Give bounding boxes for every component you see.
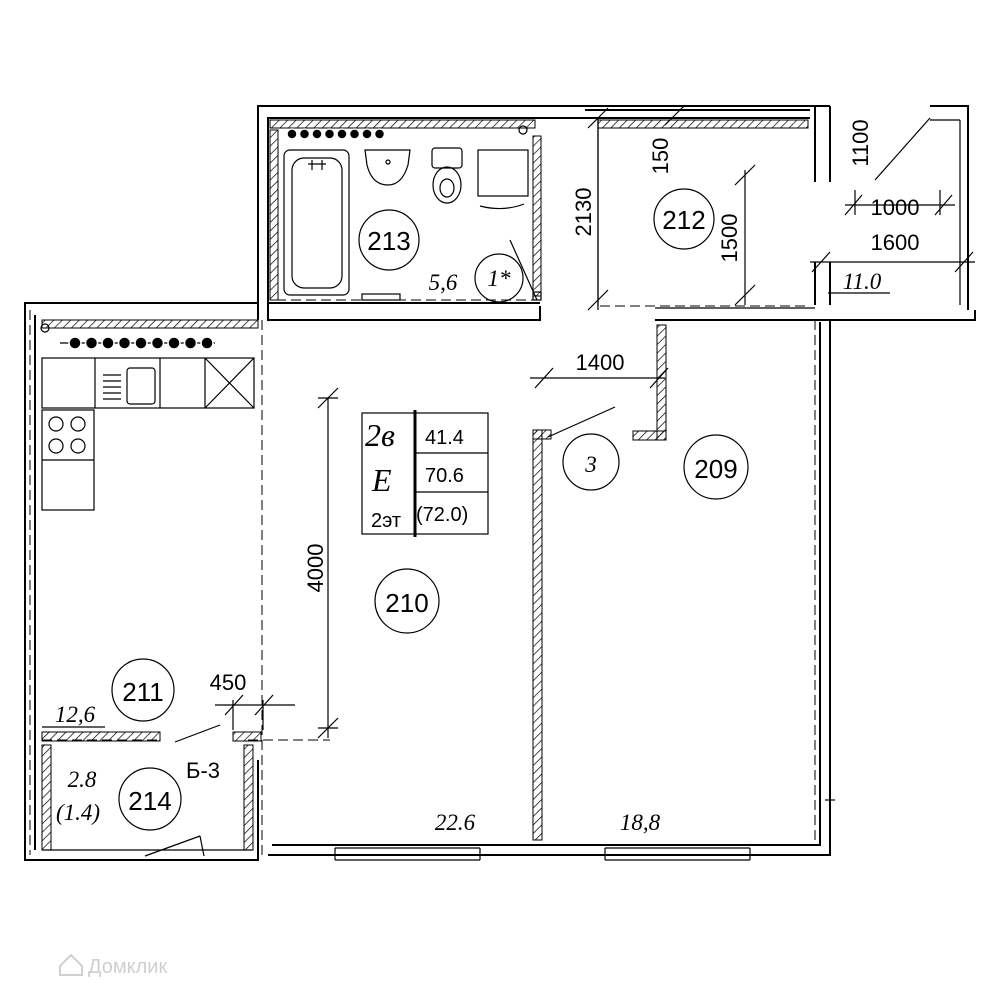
bathroom-fixtures bbox=[283, 147, 529, 301]
stove-icon bbox=[48, 416, 86, 454]
bathroom-mark: 1* bbox=[488, 266, 512, 291]
dim-1100: 1100 bbox=[848, 119, 873, 166]
bathroom-wall bbox=[532, 135, 542, 297]
room-211-circle bbox=[111, 658, 175, 722]
dim-1000: 1000 bbox=[871, 195, 920, 220]
bathtub-icon bbox=[283, 149, 350, 296]
room-213-area: 5,6 bbox=[429, 270, 458, 295]
room-213-number: 213 bbox=[367, 226, 410, 256]
radiator-section bbox=[323, 128, 336, 140]
room-circles bbox=[111, 188, 749, 831]
dim-150: 150 bbox=[648, 138, 673, 175]
room-212-circle bbox=[653, 188, 715, 250]
radiator-section bbox=[68, 336, 82, 350]
radiator-section bbox=[117, 336, 132, 350]
radiator-section bbox=[336, 128, 348, 140]
room-209-area: 18,8 bbox=[620, 810, 661, 835]
radiator-section bbox=[361, 128, 373, 140]
room-214-area-reduced: (1.4) bbox=[56, 800, 100, 825]
radiator-section bbox=[101, 336, 115, 350]
room-210-area: 22.6 bbox=[435, 810, 476, 835]
radiator-section bbox=[200, 336, 214, 350]
dashed-envelope bbox=[29, 299, 816, 855]
dim-1600: 1600 bbox=[871, 230, 920, 255]
radiator-bathroom bbox=[286, 128, 386, 140]
room-212-area: 11.0 bbox=[843, 269, 882, 294]
door-swings bbox=[144, 239, 616, 857]
drainboard-icon bbox=[103, 374, 121, 400]
riser-icon bbox=[40, 323, 50, 333]
radiator-section bbox=[134, 336, 148, 350]
bathroom-mark-circle bbox=[474, 253, 524, 303]
door-mark: 3 bbox=[584, 452, 597, 477]
washing-machine-icon bbox=[477, 149, 529, 197]
drain-icon bbox=[361, 293, 401, 301]
radiator-section bbox=[348, 128, 361, 140]
radiator-section bbox=[298, 128, 311, 140]
dim-2130: 2130 bbox=[571, 188, 596, 237]
radiator-section bbox=[311, 128, 323, 140]
room-214-circle bbox=[118, 767, 182, 831]
room-210-circle bbox=[374, 568, 440, 634]
radiator-kitchen bbox=[60, 336, 215, 350]
house-logo-icon bbox=[59, 953, 83, 976]
watermark: Домклик bbox=[59, 953, 167, 978]
apartment-type-code: 2в bbox=[365, 417, 395, 453]
sink-icon bbox=[126, 367, 156, 405]
floor-label: 2эт bbox=[371, 510, 401, 532]
toilet-icon bbox=[431, 147, 463, 204]
washbasin-icon bbox=[364, 149, 411, 186]
radiator-section bbox=[373, 128, 386, 140]
living-area: 41.4 bbox=[425, 427, 464, 449]
room-214-number: 214 bbox=[128, 786, 171, 816]
room-209-number: 209 bbox=[694, 454, 737, 484]
watermark-text: Домклик bbox=[88, 956, 167, 978]
kitchen-fixtures bbox=[41, 357, 255, 511]
room-214-area: 2.8 bbox=[68, 767, 97, 792]
radiator-section bbox=[150, 336, 165, 350]
radiator-section bbox=[286, 128, 298, 140]
balcony-code: Б-3 bbox=[186, 758, 220, 783]
partition-209-210 bbox=[532, 429, 543, 841]
room-211-area: 12,6 bbox=[55, 702, 96, 727]
radiator-section bbox=[167, 336, 181, 350]
door-mark-circle bbox=[562, 433, 620, 491]
dim-1400: 1400 bbox=[576, 350, 625, 375]
riser-icon bbox=[518, 125, 528, 135]
radiator-section bbox=[84, 336, 99, 350]
outer-walls bbox=[24, 105, 976, 861]
radiator-section bbox=[183, 336, 198, 350]
dimension-lines bbox=[42, 104, 975, 739]
room-213-circle bbox=[358, 209, 420, 271]
room-212-number: 212 bbox=[662, 205, 705, 235]
dim-450: 450 bbox=[210, 670, 247, 695]
total-area: 70.6 bbox=[425, 465, 464, 487]
dim-4000: 4000 bbox=[303, 544, 328, 593]
total-area-with-balcony: (72.0) bbox=[416, 504, 468, 526]
room-209-circle bbox=[683, 434, 749, 500]
info-box bbox=[361, 410, 489, 537]
apartment-type-letter: E bbox=[371, 462, 392, 498]
dim-1500: 1500 bbox=[717, 214, 742, 263]
room-211-number: 211 bbox=[122, 677, 163, 707]
room-210-number: 210 bbox=[385, 588, 428, 618]
